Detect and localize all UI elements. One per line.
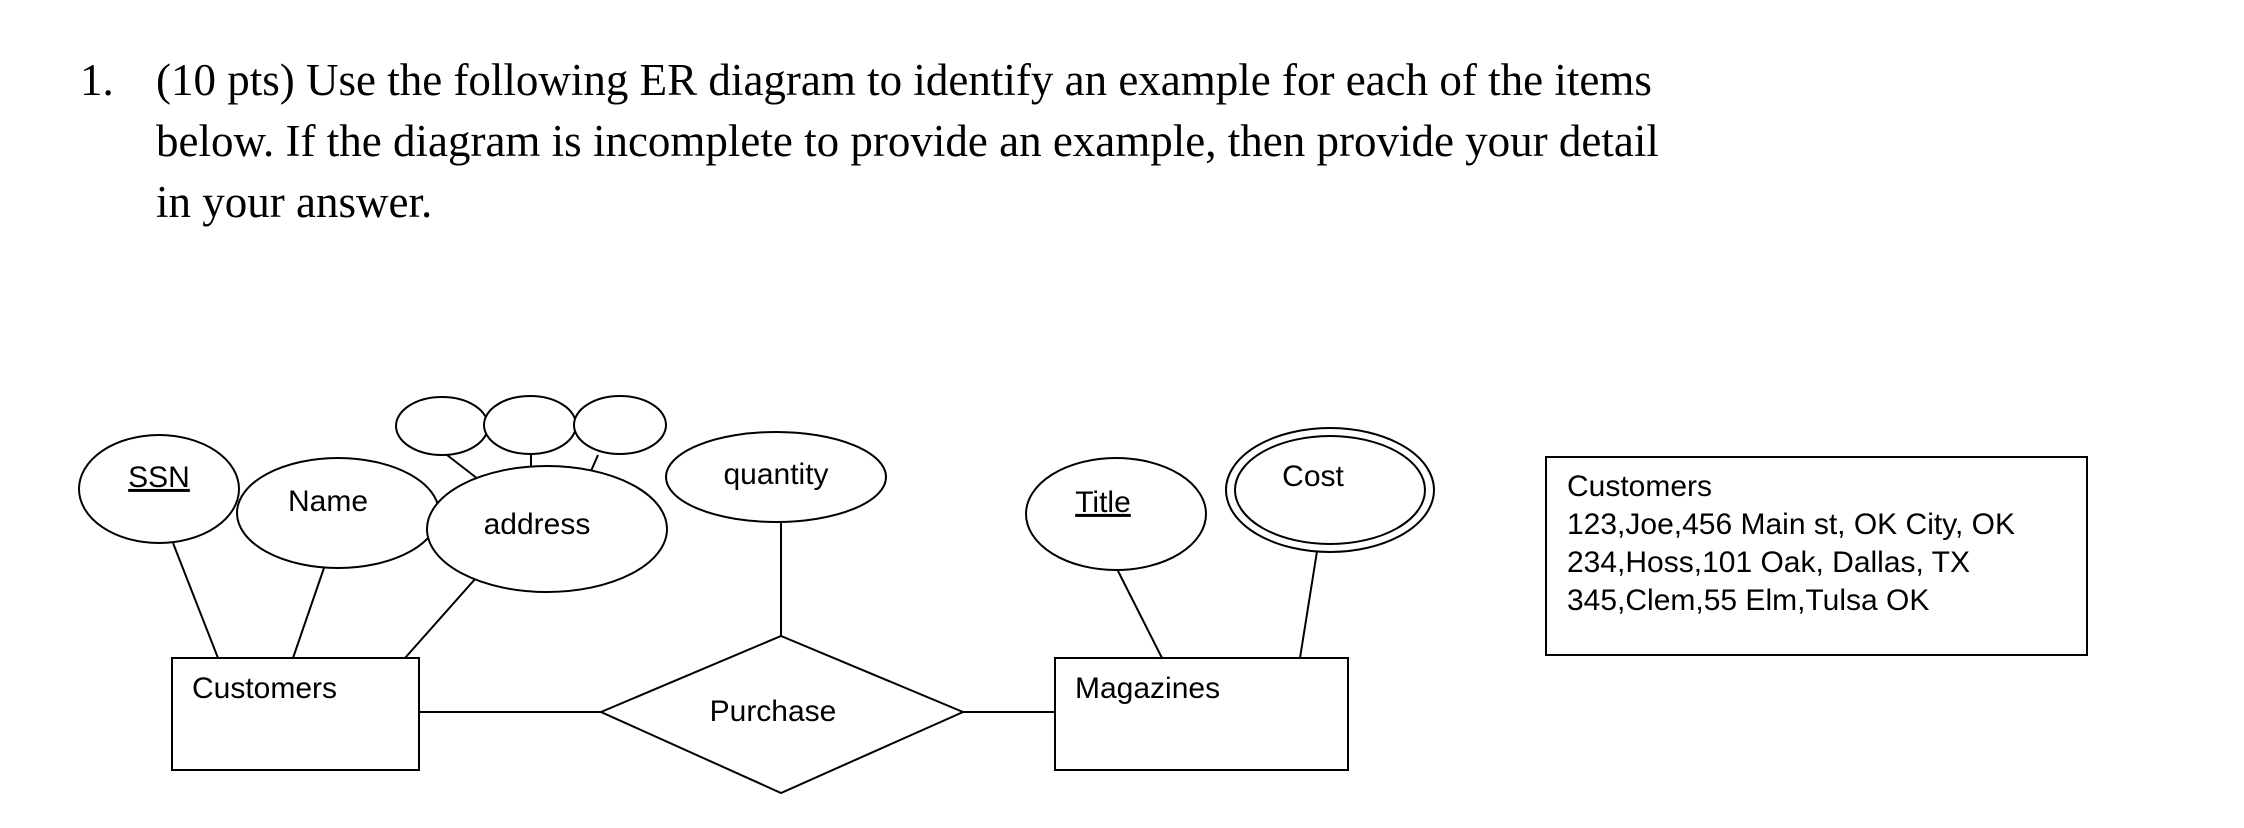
entity-customers-label: Customers <box>192 672 337 705</box>
question-line-3: in your answer. <box>156 177 433 227</box>
attribute-address-sub-2 <box>483 395 577 455</box>
sample-data-row: 234,Hoss,101 Oak, Dallas, TX <box>1567 546 1970 579</box>
edge-title-magazines <box>1116 568 1163 659</box>
attribute-ssn <box>78 434 240 544</box>
sample-data-row: 345,Clem,55 Elm,Tulsa OK <box>1567 584 1930 617</box>
question: 1. (10 pts) Use the following ER diagram… <box>80 50 2180 233</box>
edge-cost-magazines <box>1299 544 1319 659</box>
attribute-address-label: address <box>484 508 591 541</box>
sample-data-row: 123,Joe,456 Main st, OK City, OK <box>1567 508 2015 541</box>
relationship-purchase-label: Purchase <box>710 695 837 728</box>
relationship-purchase <box>598 634 966 795</box>
entity-customers <box>171 657 420 771</box>
attribute-title-label: Title <box>1075 486 1131 519</box>
entity-magazines-label: Magazines <box>1075 672 1220 705</box>
question-text: (10 pts) Use the following ER diagram to… <box>156 50 2016 233</box>
attribute-quantity-label: quantity <box>723 458 828 491</box>
edge-name-customers <box>292 564 326 659</box>
attribute-address-sub-3 <box>573 395 667 455</box>
question-line-1: (10 pts) Use the following ER diagram to… <box>156 55 1652 105</box>
question-line-2: below. If the diagram is incomplete to p… <box>156 116 1659 166</box>
attribute-address-sub-1 <box>395 396 489 456</box>
question-number: 1. <box>80 55 114 105</box>
attribute-name-label: Name <box>288 485 368 518</box>
attribute-cost <box>1234 435 1426 545</box>
attribute-title <box>1025 457 1207 571</box>
attribute-ssn-label: SSN <box>128 461 190 494</box>
sample-data-title: Customers <box>1567 470 1713 503</box>
attribute-cost-label: Cost <box>1282 460 1344 493</box>
edge-address-customers <box>404 577 477 659</box>
sample-data-box: Customers 123,Joe,456 Main st, OK City, … <box>1545 456 2088 656</box>
attribute-address <box>426 465 668 593</box>
attribute-quantity <box>665 431 887 523</box>
entity-magazines <box>1054 657 1349 771</box>
edge-ssn-customers <box>172 542 219 659</box>
